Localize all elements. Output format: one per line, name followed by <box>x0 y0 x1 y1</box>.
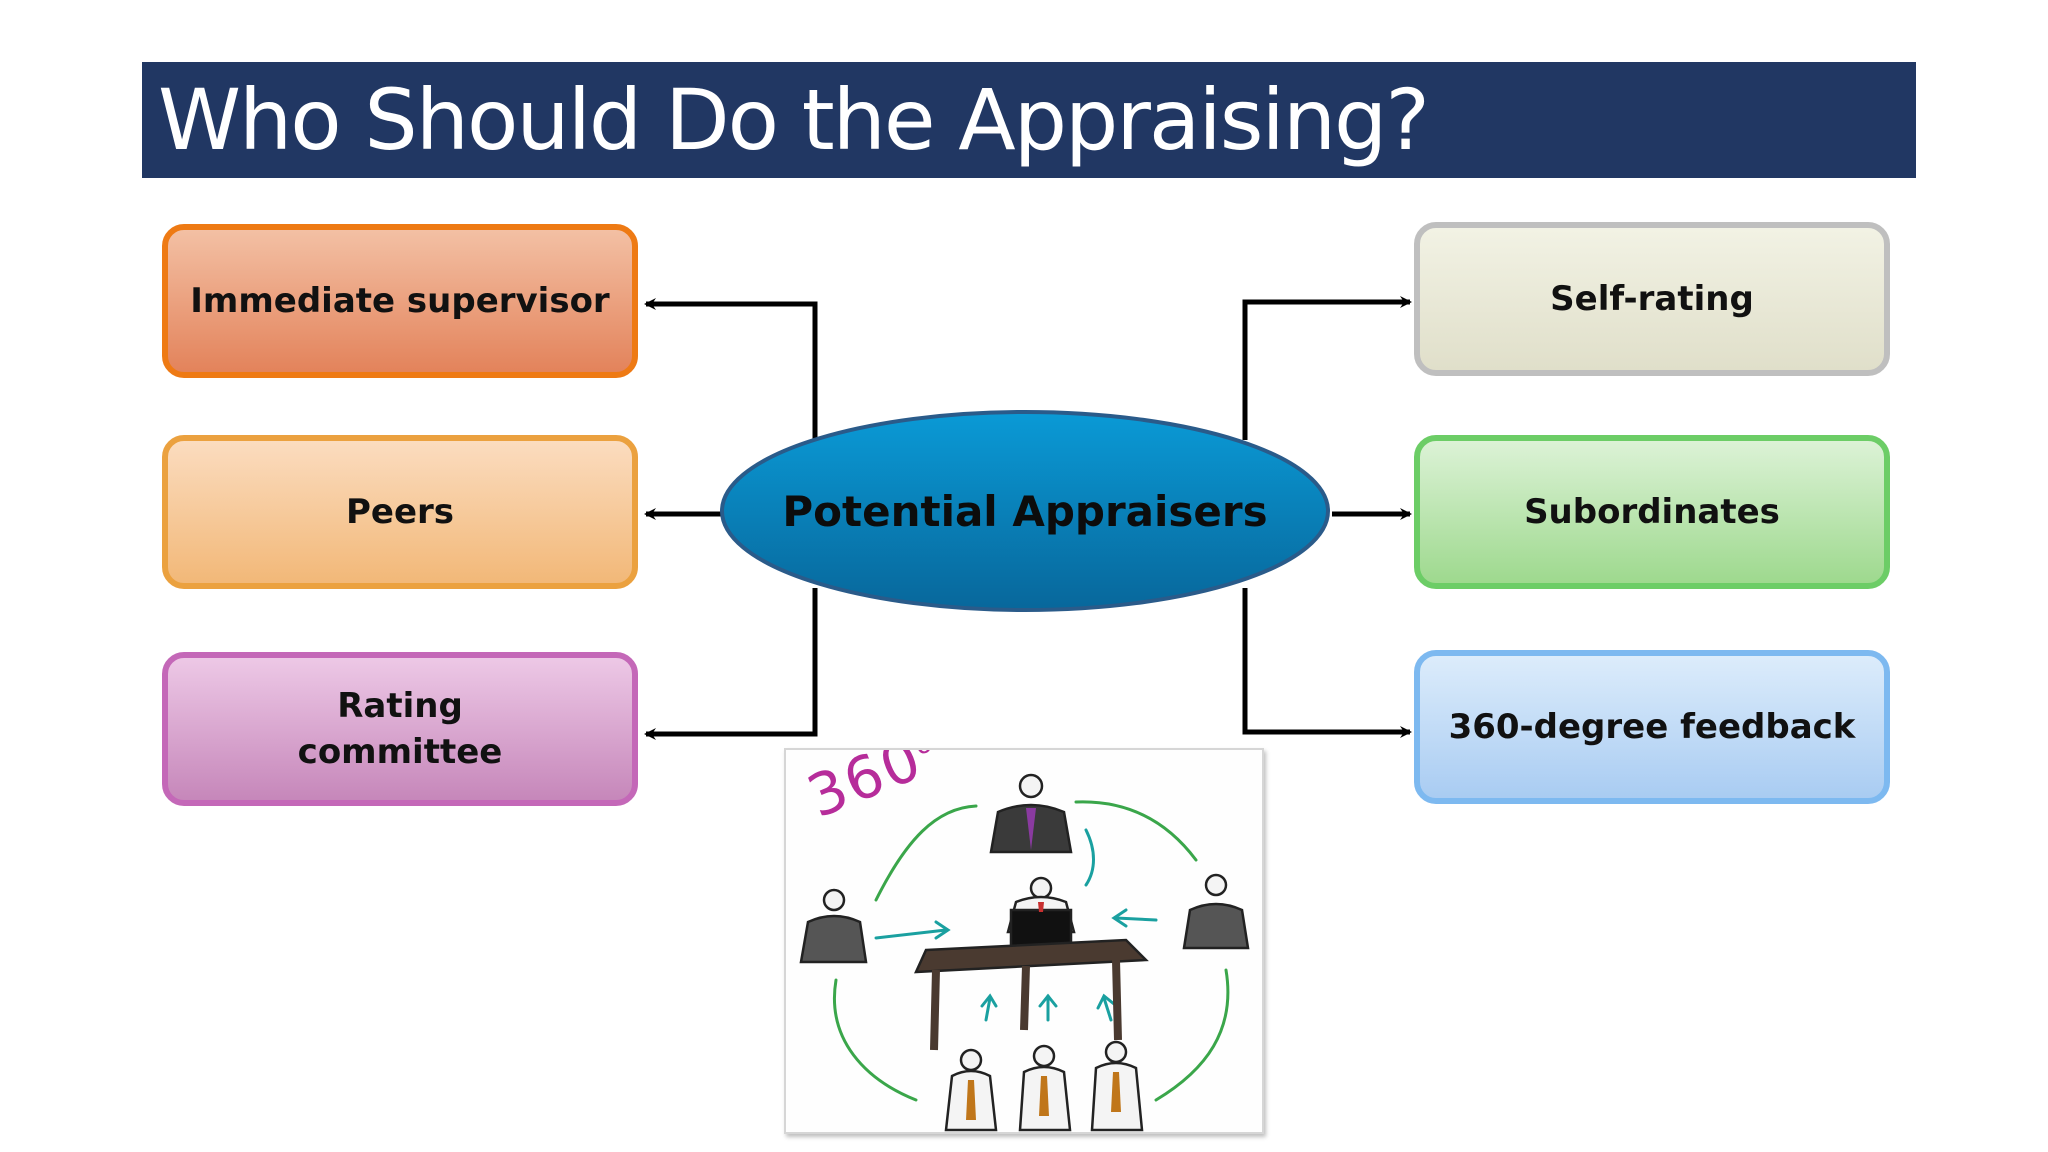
center-label: Potential Appraisers <box>782 486 1268 536</box>
box-360-degree-feedback: 360-degree feedback <box>1414 650 1890 804</box>
illustration-360-feedback: 360o <box>784 748 1264 1134</box>
arrow-to-committee <box>644 588 818 740</box>
meeting-sketch <box>799 773 1250 1132</box>
ellipse-shape <box>720 410 1330 612</box>
arrow-to-360 <box>1242 588 1412 738</box>
box-peers: Peers <box>162 435 638 589</box>
box-label: Subordinates <box>1524 492 1780 532</box>
title-bar: Who Should Do the Appraising? <box>142 62 1916 178</box>
box-self-rating: Self-rating <box>1414 222 1890 376</box>
arrow-to-self <box>1242 296 1412 440</box>
box-subordinates: Subordinates <box>1414 435 1890 589</box>
box-label: Rating committee <box>297 686 503 772</box>
box-rating-committee: Rating committee <box>162 652 638 806</box>
arrow-to-supervisor <box>644 298 818 440</box>
slide-title: Who Should Do the Appraising? <box>158 71 1430 169</box>
center-ellipse: Potential Appraisers <box>718 408 1332 614</box>
box-label: Peers <box>345 492 455 532</box>
box-immediate-supervisor: Immediate supervisor <box>162 224 638 378</box>
box-label: 360-degree feedback <box>1448 707 1856 747</box>
box-label: Self-rating <box>1550 279 1754 319</box>
box-label: Immediate supervisor <box>190 281 610 321</box>
